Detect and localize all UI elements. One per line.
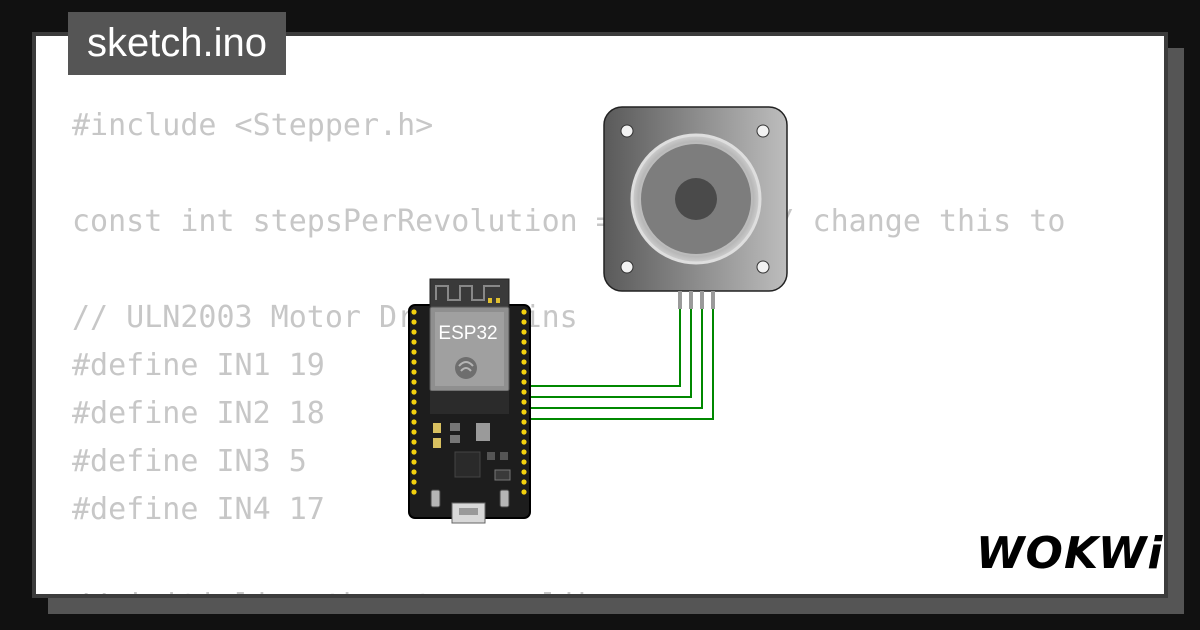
pin-header-right xyxy=(521,309,527,495)
board-label: ESP32 xyxy=(438,323,497,344)
code-line: #define IN1 19 xyxy=(72,348,325,383)
code-line: // initialize the stepper library xyxy=(72,582,1065,594)
preview-card: #include <Stepper.h>const int stepsPerRe… xyxy=(32,32,1168,598)
code-editor: #include <Stepper.h>const int stepsPerRe… xyxy=(72,102,1065,594)
file-tab[interactable]: sketch.ino xyxy=(68,12,286,75)
pin-header-left xyxy=(411,309,417,495)
wokwi-logo: WOKWi xyxy=(976,528,1164,579)
code-line: #define IN4 17 xyxy=(72,492,325,527)
wires[interactable] xyxy=(524,309,714,420)
code-line: #include <Stepper.h> xyxy=(72,108,434,143)
esp32-board[interactable]: ESP32 xyxy=(408,278,531,524)
stepper-motor[interactable] xyxy=(603,106,788,309)
code-line: #define IN2 18 xyxy=(72,396,325,431)
code-line: #define IN3 5 xyxy=(72,444,307,479)
